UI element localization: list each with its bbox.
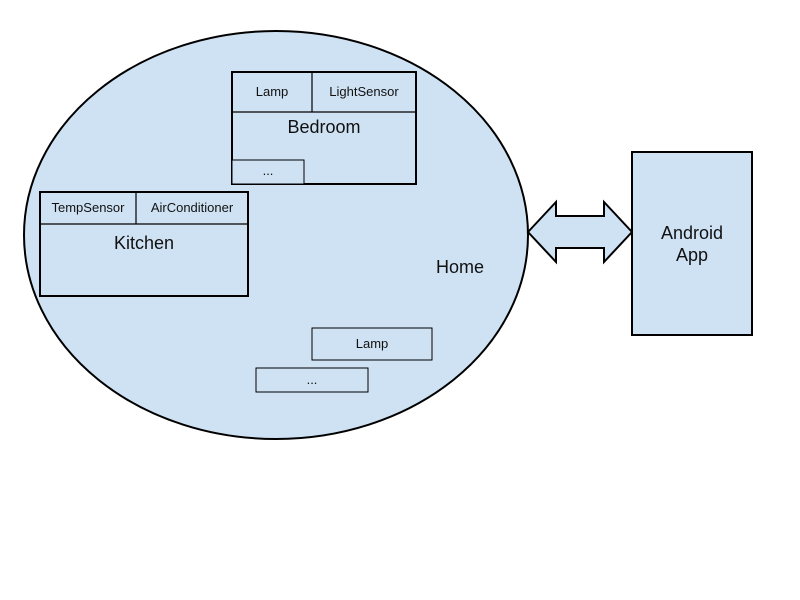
loose-lamp-box (311, 327, 433, 361)
kitchen-device-airconditioner: AirConditioner (150, 200, 234, 215)
loose-lamp-label: Lamp (355, 336, 389, 351)
kitchen-box (39, 191, 249, 297)
android-app-label-line2: App (675, 245, 709, 265)
bedroom-device-lightsensor: LightSensor (329, 84, 399, 99)
bedroom-device-lamp: Lamp (255, 84, 289, 99)
bidirectional-arrow (526, 199, 634, 265)
loose-more-box (255, 367, 369, 393)
kitchen-device-tempsensor: TempSensor (51, 200, 125, 215)
bedroom-label: Bedroom (287, 117, 361, 137)
bedroom-box (231, 71, 417, 185)
android-app-label-line1: Android (660, 223, 724, 243)
kitchen-label: Kitchen (113, 233, 175, 253)
home-label: Home (435, 257, 484, 277)
loose-more-label: ... (306, 372, 318, 387)
android-app-box (631, 151, 753, 336)
bedroom-more: ... (262, 163, 274, 178)
